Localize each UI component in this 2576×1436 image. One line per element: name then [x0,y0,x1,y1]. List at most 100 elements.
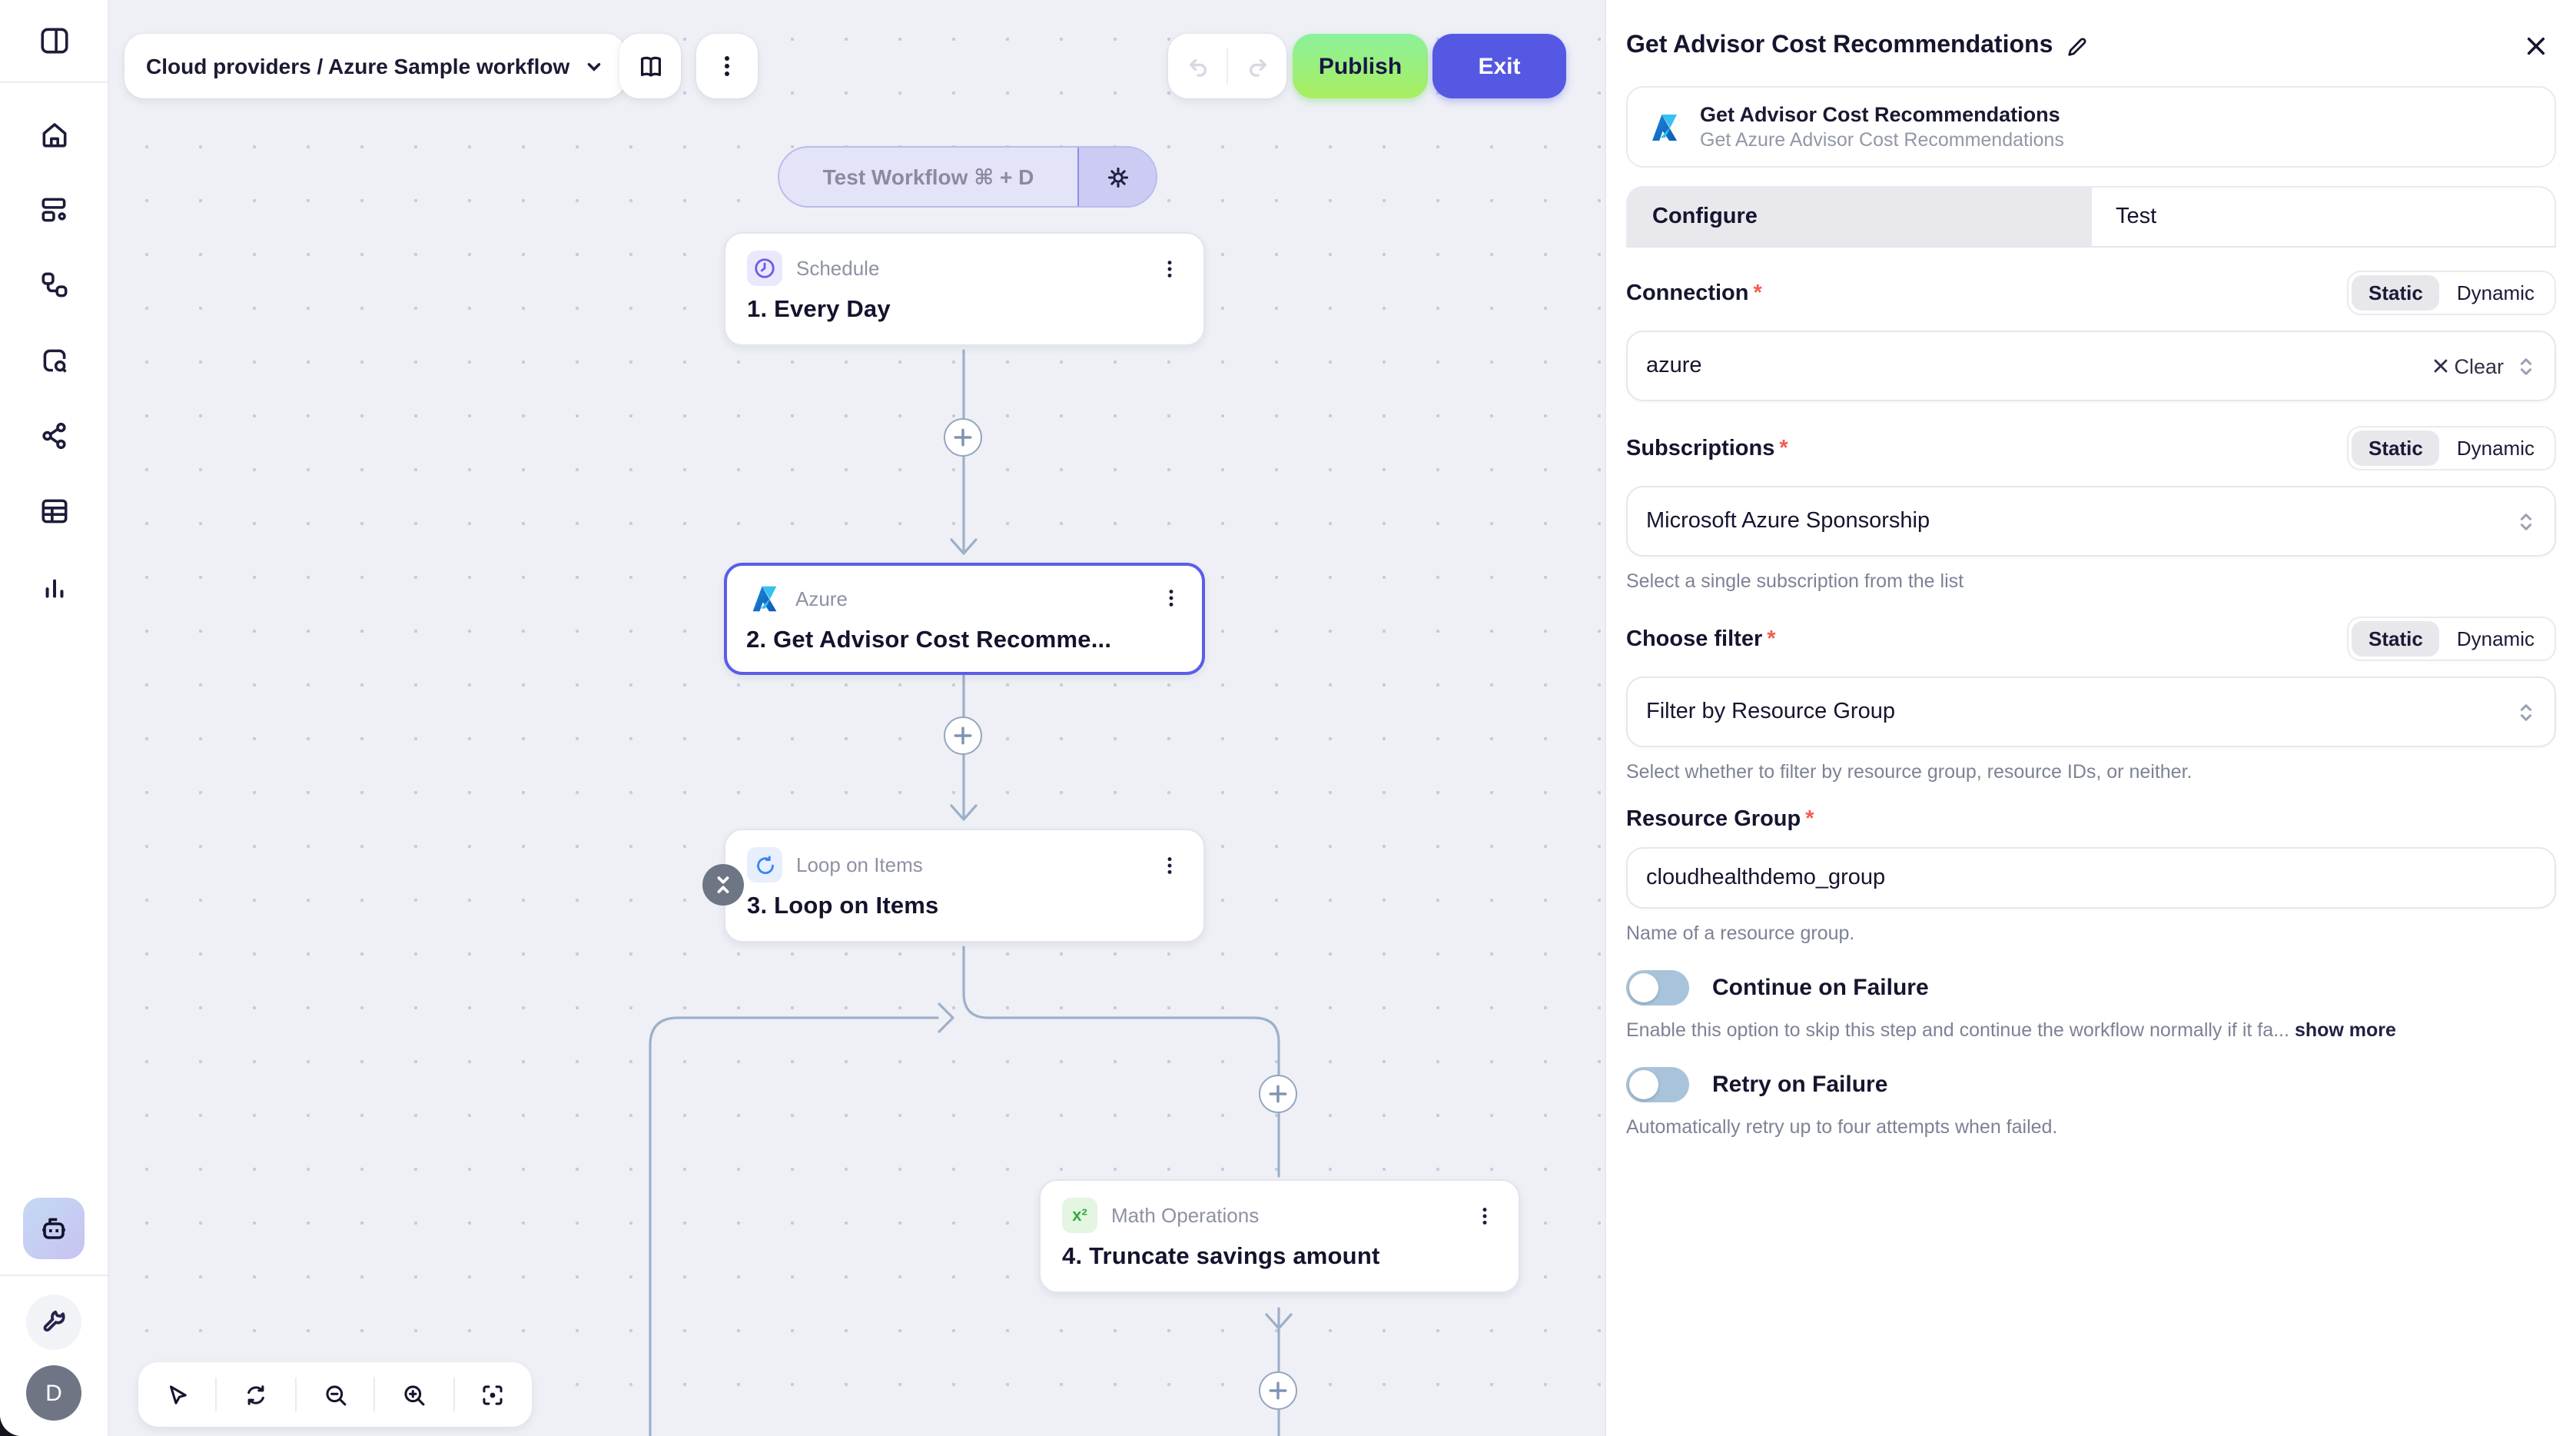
resource-group-input[interactable] [1626,847,2556,909]
kebab-menu-icon [1168,590,1173,607]
user-avatar[interactable]: D [26,1365,81,1421]
add-step-button[interactable] [944,716,982,755]
select-cursor-tool[interactable] [138,1362,216,1427]
undo-icon [1188,58,1207,76]
node-azure[interactable]: Azure 2. Get Advisor Cost Recomme... [724,563,1205,675]
workflow-canvas[interactable]: Cloud providers / Azure Sample workflow … [108,0,1605,1436]
panel-tabs: Configure Test [1626,186,2556,248]
close-icon [2527,37,2545,55]
focus-selection-tool[interactable] [454,1362,532,1427]
edit-title-icon[interactable] [2065,35,2088,58]
divider [294,1378,297,1411]
redo-button[interactable] [1228,34,1286,98]
divider [1227,48,1228,85]
schedule-clock-icon [747,251,782,286]
dynamic-option[interactable]: Dynamic [2456,627,2535,650]
close-panel-button[interactable] [2516,26,2556,66]
resource-group-helper: Name of a resource group. [1626,922,1855,944]
node-menu-button[interactable] [1157,258,1182,279]
dynamic-option[interactable]: Dynamic [2456,281,2535,304]
workflow-menu-button[interactable] [696,34,758,98]
tab-configure-label: Configure [1652,204,1758,229]
toggle-knob [1629,1070,1658,1099]
publish-button[interactable]: Publish [1293,34,1428,98]
tables-icon[interactable] [26,483,81,538]
retry-on-failure-toggle[interactable] [1626,1067,1689,1102]
add-step-button[interactable] [1259,1371,1297,1410]
gear-icon [1107,166,1128,188]
tab-configure[interactable]: Configure [1628,188,2091,246]
connection-select[interactable]: azure Clear [1626,331,2556,401]
add-step-button[interactable] [944,418,982,457]
refresh-icon [247,1384,265,1404]
zoom-in-icon [404,1384,425,1405]
choose-filter-select[interactable]: Filter by Resource Group [1626,676,2556,747]
history-controls [1168,34,1286,98]
explore-icon[interactable] [26,332,81,387]
subscriptions-helper: Select a single subscription from the li… [1626,570,1964,592]
node-menu-button[interactable] [1472,1205,1497,1226]
node-app-label: Azure [795,587,848,610]
plus-icon [954,726,972,745]
node-schedule[interactable]: Schedule 1. Every Day [724,232,1205,346]
select-chevrons-icon [2520,357,2532,374]
workflows-icon[interactable] [26,257,81,312]
reset-view-tool[interactable] [217,1362,295,1427]
required-asterisk: * [1805,807,1814,832]
math-operations-icon: x² [1062,1198,1097,1233]
static-option[interactable]: Static [2352,621,2440,657]
collapse-icon [717,876,729,893]
node-menu-button[interactable] [1158,587,1183,609]
action-info-card: Get Advisor Cost Recommendations Get Azu… [1626,86,2556,168]
subscriptions-label: Subscriptions* [1626,436,1788,460]
dashboards-icon[interactable] [26,181,81,237]
docs-button[interactable] [619,34,681,98]
chevron-down-icon [587,62,600,71]
divider [215,1378,217,1411]
breadcrumb[interactable]: Cloud providers / Azure Sample workflow [124,34,626,98]
kebab-menu-icon [725,56,729,76]
select-chevrons-icon [2520,513,2532,530]
integrations-icon[interactable] [26,407,81,463]
static-option[interactable]: Static [2352,430,2440,466]
redo-icon [1248,58,1266,76]
node-title: 2. Get Advisor Cost Recomme... [746,627,1112,653]
home-icon[interactable] [26,106,81,161]
dynamic-option[interactable]: Dynamic [2456,437,2535,460]
node-math[interactable]: x² Math Operations 4. Truncate savings a… [1039,1179,1520,1293]
settings-wrench-button[interactable] [26,1295,81,1350]
node-loop[interactable]: Loop on Items 3. Loop on Items [724,829,1205,942]
continue-on-failure-label: Continue on Failure [1712,975,1929,1001]
exit-button[interactable]: Exit [1432,34,1566,98]
subscriptions-select[interactable]: Microsoft Azure Sponsorship [1626,486,2556,557]
test-workflow-button[interactable]: Test Workflow ⌘ + D [779,148,1077,206]
zoom-in-tool[interactable] [375,1362,453,1427]
choose-filter-helper: Select whether to filter by resource gro… [1626,761,2193,783]
azure-logo-icon [752,585,776,611]
publish-label: Publish [1318,53,1403,79]
focus-icon [483,1384,503,1404]
ai-assistant-button[interactable] [23,1198,85,1259]
zoom-out-tool[interactable] [297,1362,374,1427]
test-settings-button[interactable] [1077,148,1156,206]
required-asterisk: * [1753,281,1762,305]
sidebar-nav [26,106,81,613]
collapse-loop-button[interactable] [702,864,744,906]
tab-test[interactable]: Test [2091,188,2554,246]
canvas-toolbar [138,1362,532,1427]
cursor-icon [169,1384,187,1404]
insights-icon[interactable] [26,558,81,613]
test-workflow-label: Test Workflow ⌘ + D [822,164,1034,188]
tab-test-label: Test [2116,204,2157,229]
divider [0,81,108,83]
resource-group-label: Resource Group* [1626,807,1814,832]
continue-on-failure-toggle[interactable] [1626,970,1689,1006]
static-option[interactable]: Static [2352,275,2440,311]
clear-connection-button[interactable]: Clear [2432,354,2504,377]
collapse-sidebar-icon[interactable] [26,12,81,68]
node-menu-button[interactable] [1157,854,1182,876]
undo-button[interactable] [1168,34,1227,98]
add-step-button[interactable] [1259,1075,1297,1113]
show-more-link[interactable]: show more [2294,1019,2396,1041]
